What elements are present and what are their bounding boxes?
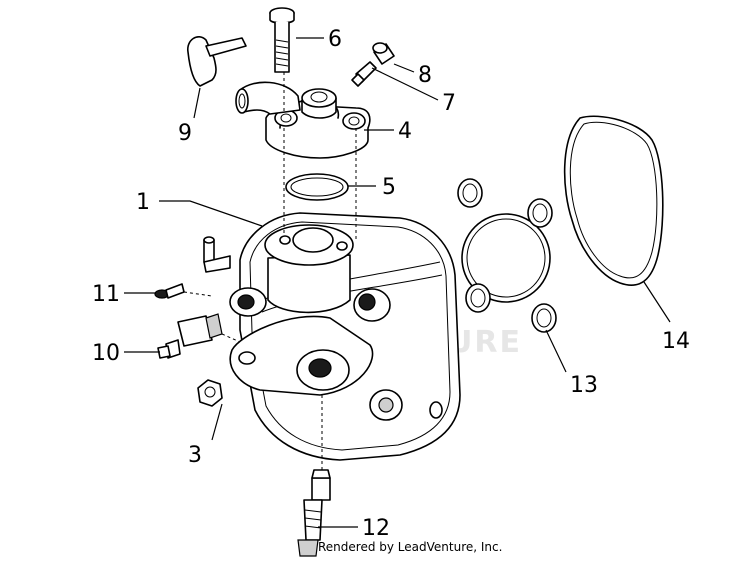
leader-9	[193, 87, 201, 119]
callout-13: 13	[570, 373, 598, 398]
callout-6: 6	[328, 27, 342, 52]
leader-13	[545, 329, 567, 373]
callout-11: 11	[92, 282, 120, 307]
part-9-clamp[interactable]	[187, 36, 247, 87]
callout-7: 7	[442, 91, 456, 116]
part-8-cap[interactable]	[372, 42, 395, 65]
leader-1	[159, 200, 263, 227]
leader-lines	[124, 37, 671, 528]
part-14-gasket[interactable]	[563, 115, 664, 286]
part-11-screw[interactable]	[154, 283, 185, 299]
part-1-cylinder-head[interactable]	[203, 212, 461, 461]
callout-8: 8	[418, 63, 432, 88]
leader-8	[393, 63, 415, 73]
part-4-water-outlet[interactable]	[235, 81, 371, 159]
part-10-temperature-sensor[interactable]	[157, 313, 223, 359]
callout-10: 10	[92, 341, 120, 366]
part-6-screw[interactable]	[269, 7, 295, 73]
leader-7	[371, 67, 439, 101]
render-credit: Rendered by LeadVenture, Inc.	[318, 540, 503, 554]
part-7-bleed-valve[interactable]	[351, 61, 377, 87]
callout-3: 3	[188, 443, 202, 468]
leader-3	[211, 403, 223, 441]
callout-1: 1	[136, 190, 150, 215]
callout-9: 9	[178, 121, 192, 146]
leader-14	[643, 281, 671, 323]
callout-12: 12	[362, 516, 390, 541]
part-3-nut[interactable]	[197, 379, 223, 407]
part-12-spark-plug[interactable]	[297, 469, 331, 557]
part-13-head-gasket[interactable]	[457, 178, 557, 333]
callout-14: 14	[662, 329, 690, 354]
part-5-o-ring[interactable]	[285, 173, 349, 201]
callout-4: 4	[398, 119, 412, 144]
callout-5: 5	[382, 175, 396, 200]
callout-labels: 1 3 4 5 6 7 8 9 10 11 12 13 14	[92, 27, 690, 541]
